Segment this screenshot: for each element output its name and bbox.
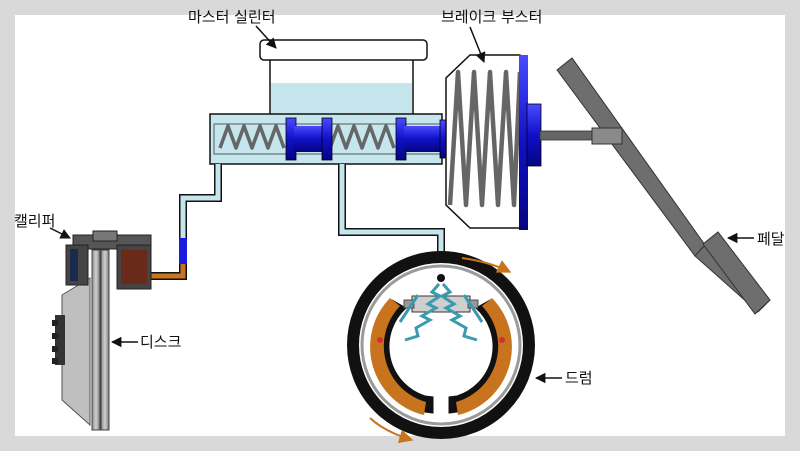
rotation-arrow-top <box>461 257 512 273</box>
master-spring-1 <box>218 124 286 150</box>
rotation-arrow-bottom <box>369 417 414 444</box>
pointer-caliper <box>49 227 71 239</box>
brake-pedal <box>539 57 771 315</box>
booster-diaphragm <box>519 55 528 230</box>
label-disc: 디스크 <box>140 333 181 351</box>
return-springs <box>398 283 484 342</box>
piston-primary <box>285 117 333 161</box>
brake-booster <box>445 54 542 230</box>
booster-spring <box>447 69 523 208</box>
disc-rotor <box>91 249 101 431</box>
fluid-reservoir <box>259 39 428 119</box>
drum-brake <box>347 251 535 444</box>
label-pedal: 페달 <box>757 230 785 248</box>
wheel-cylinder <box>411 295 471 313</box>
brake-line-drum <box>338 164 445 268</box>
reservoir-cap <box>259 39 428 61</box>
label-master-cylinder: 마스터 실린터 <box>188 8 276 26</box>
master-cylinder <box>209 39 453 165</box>
pointer-master-cylinder <box>255 25 277 49</box>
disc-brake <box>52 230 152 431</box>
pointer-brake-booster <box>469 26 486 63</box>
label-drum: 드럼 <box>565 369 593 387</box>
caliper-body <box>65 230 152 290</box>
label-brake-booster: 브레이크 부스터 <box>441 8 542 26</box>
brake-line-caliper <box>150 164 222 280</box>
master-spring-2 <box>328 124 396 150</box>
label-caliper: 캘리퍼 <box>14 212 55 230</box>
